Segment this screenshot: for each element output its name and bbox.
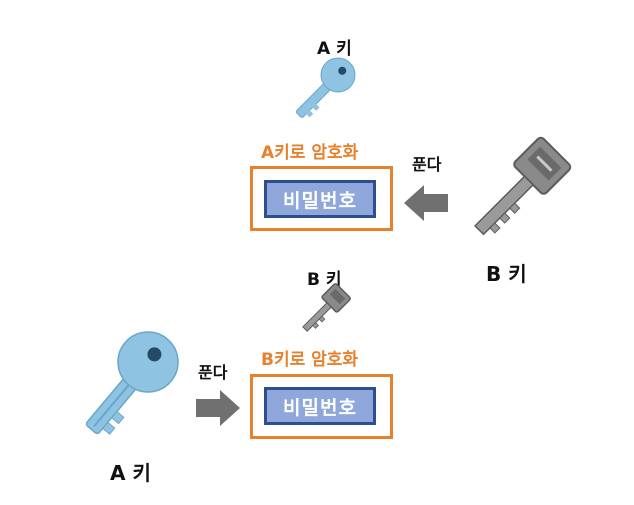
blue-key-icon <box>85 331 179 435</box>
arrow-left-icon <box>404 185 448 221</box>
blue-key-icon <box>295 57 356 118</box>
gray-key-icon <box>474 136 572 236</box>
bottom-unlock-label: 푼다 <box>198 363 228 382</box>
gray-key-icon <box>302 283 351 332</box>
top-password-box: 비밀번호 <box>264 180 376 218</box>
bottom-encrypt-label: B키로 암호화 <box>261 350 359 370</box>
top-encrypt-label: A키로 암호화 <box>261 143 359 163</box>
bottom-unlock-key-label: A 키 <box>110 461 151 485</box>
top-unlock-key-label: B 키 <box>486 262 527 286</box>
bottom-password-box: 비밀번호 <box>264 387 376 425</box>
top-key-label: A 키 <box>317 39 352 59</box>
top-unlock-label: 푼다 <box>412 155 442 174</box>
arrow-right-icon <box>196 390 240 426</box>
